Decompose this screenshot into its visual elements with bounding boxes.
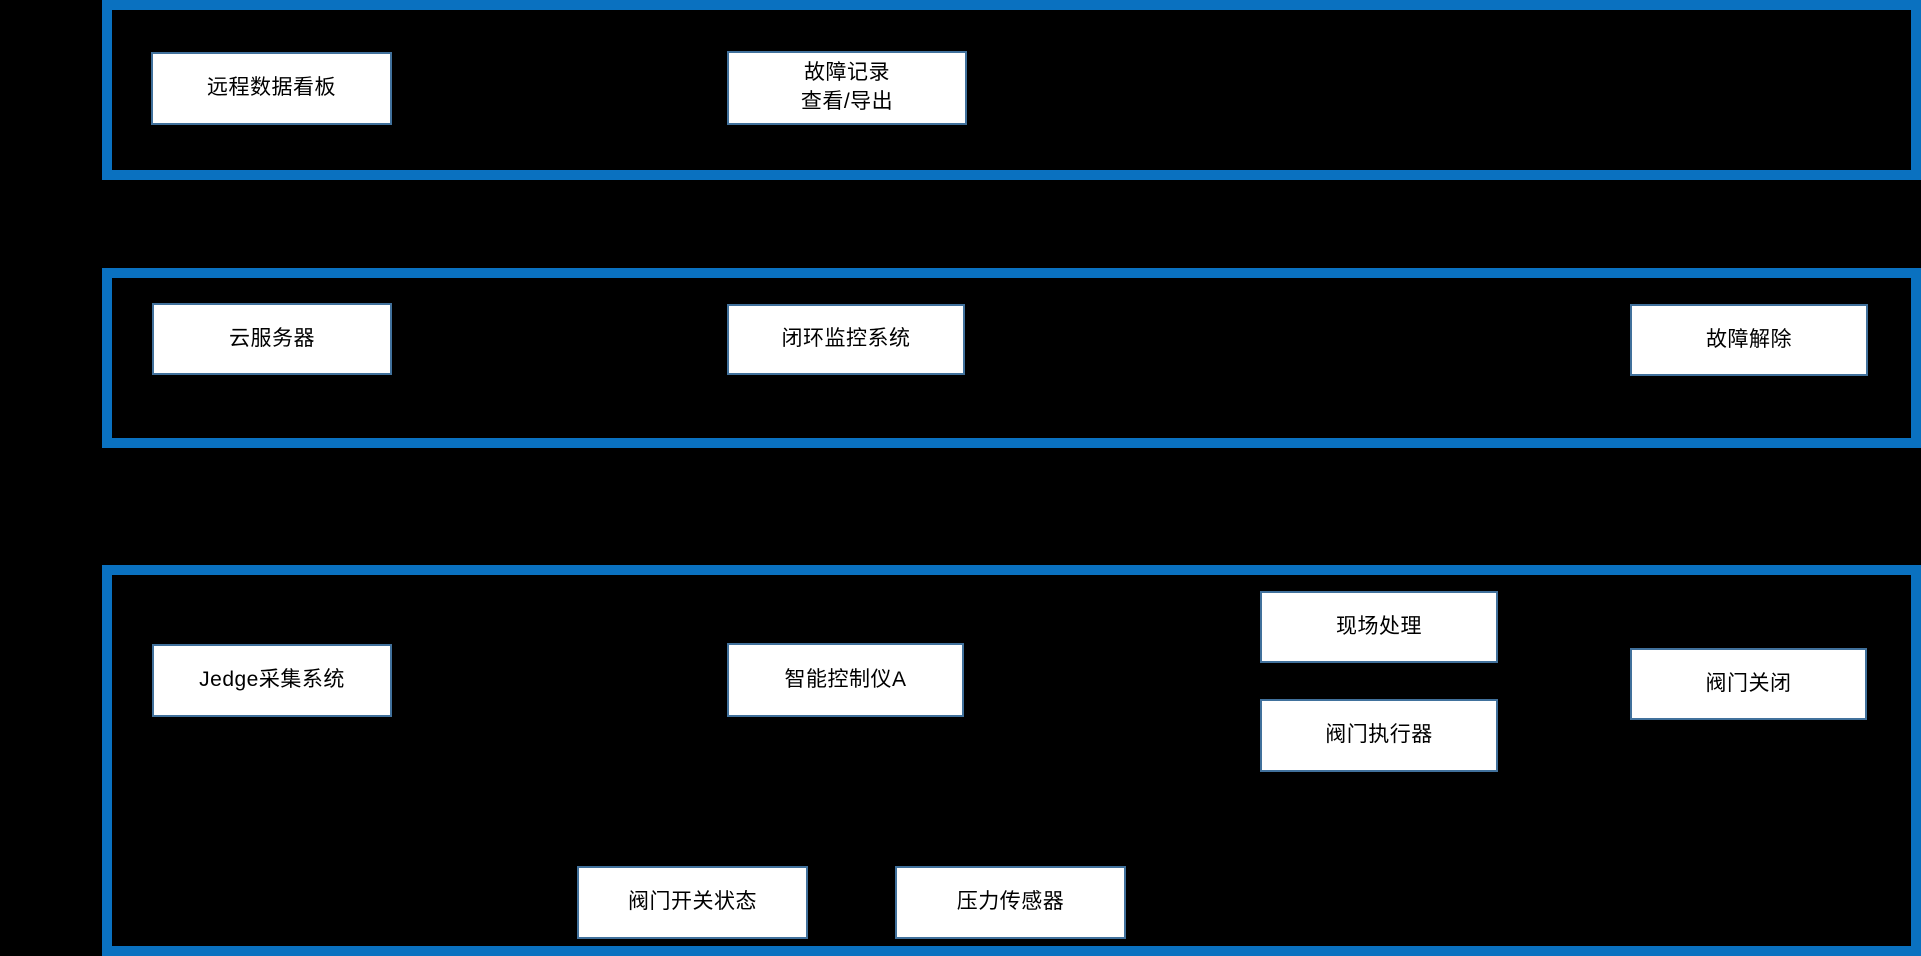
- box-label: 故障解除: [1706, 327, 1792, 351]
- box-label: 智能控制仪A: [784, 667, 907, 691]
- layer-band-middle: [102, 268, 1921, 448]
- box-label: 现场处理: [1336, 614, 1422, 638]
- box-valve-closed: 阀门关闭: [1630, 648, 1867, 720]
- box-label: Jedge采集系统: [199, 668, 345, 692]
- box-label: 阀门关闭: [1705, 671, 1792, 695]
- box-closed-loop-monitoring-system: 闭环监控系统: [727, 304, 965, 375]
- box-pressure-sensor: 压力传感器: [895, 866, 1126, 939]
- box-label: 阀门执行器: [1325, 723, 1433, 747]
- box-label: 闭环监控系统: [781, 327, 911, 351]
- layer-band-top: [102, 0, 1921, 180]
- box-remote-data-dashboard: 远程数据看板: [151, 52, 392, 125]
- box-fault-clear: 故障解除: [1630, 304, 1868, 376]
- box-label: 远程数据看板: [207, 76, 336, 100]
- box-smart-controller-a: 智能控制仪A: [727, 643, 964, 717]
- box-fault-record-view-export: 故障记录 查看/导出: [727, 51, 967, 125]
- layer-band-bottom: [102, 565, 1921, 956]
- box-jedge-collection-system: Jedge采集系统: [152, 644, 392, 717]
- box-cloud-server: 云服务器: [152, 303, 392, 375]
- box-label: 故障记录 查看/导出: [800, 61, 894, 113]
- box-onsite-handling: 现场处理: [1260, 591, 1498, 663]
- box-label: 阀门开关状态: [628, 890, 757, 914]
- box-valve-actuator: 阀门执行器: [1260, 699, 1498, 772]
- box-valve-switch-status: 阀门开关状态: [577, 866, 808, 939]
- box-label: 云服务器: [229, 326, 315, 350]
- box-label: 压力传感器: [956, 890, 1065, 914]
